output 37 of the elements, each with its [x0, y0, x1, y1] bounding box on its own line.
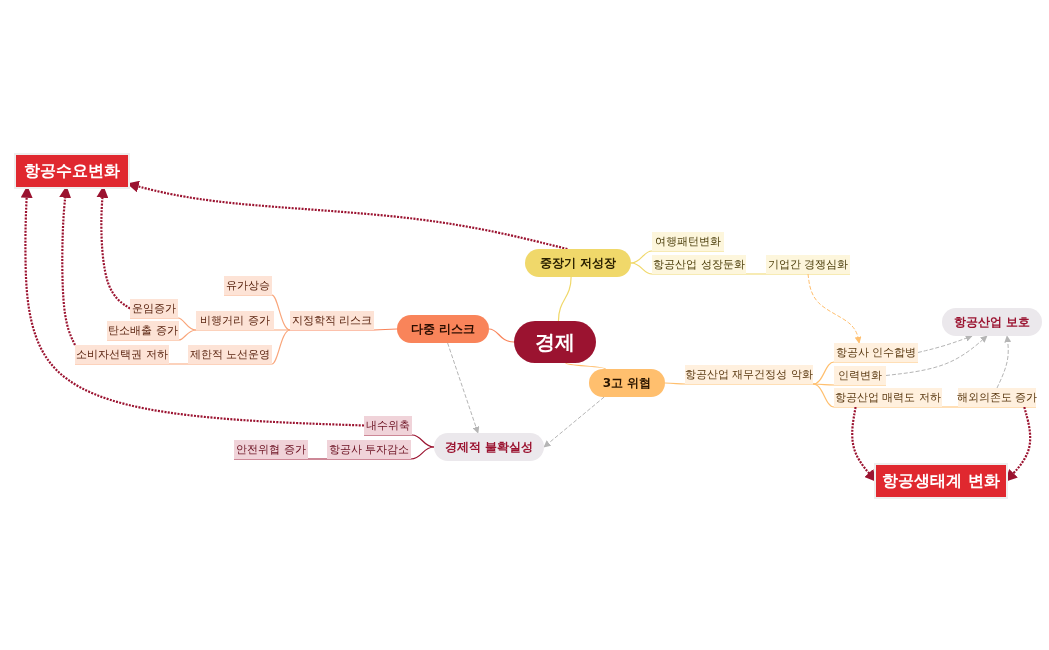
subtopic-label: 지정학적 리스크	[290, 311, 374, 330]
dashed-arrow	[996, 335, 1012, 389]
subtopic-label: 여행패턴변화	[652, 232, 724, 251]
subtopic-label: 인력변화	[834, 366, 886, 385]
subtopic-label: 항공사 인수합병	[834, 343, 918, 362]
branch-line	[488, 328, 515, 343]
branch-line	[565, 362, 606, 370]
subtopic-label: 기업간 경쟁심화	[766, 255, 850, 274]
floating-topic: 경제적 불확실성	[434, 433, 544, 461]
central-topic: 경제	[514, 321, 596, 363]
subtopic-label: 운임증가	[130, 299, 178, 318]
subtopic-label: 항공사 투자감소	[327, 440, 411, 459]
branch-line	[557, 276, 572, 322]
result-box: 항공수요변화	[16, 155, 128, 187]
dashed-arrow	[885, 335, 988, 376]
subtopic-label: 탄소배출 증가	[107, 321, 179, 340]
main-topic: 중장기 저성장	[525, 249, 631, 277]
floating-topic: 항공산업 보호	[942, 308, 1042, 336]
main-topic: 다중 리스크	[397, 315, 489, 343]
dashed-arrow	[1005, 406, 1032, 482]
dashed-arrow	[807, 273, 862, 344]
subtopic-label: 항공산업 재무건정성 악화	[685, 365, 813, 384]
subtopic-label: 항공산업 성장둔화	[652, 255, 746, 274]
subtopic-label: 유가상승	[224, 276, 272, 295]
dashed-arrow	[917, 334, 973, 353]
result-box: 항공생태계 변화	[876, 465, 1006, 497]
dashed-arrow	[543, 396, 605, 448]
subtopic-label: 제한적 노선운영	[188, 345, 272, 364]
subtopic-label: 항공산업 매력도 저하	[834, 388, 942, 407]
subtopic-label: 해외의존도 증가	[958, 388, 1036, 407]
subtopic-label: 안전위협 증가	[234, 440, 308, 459]
dashed-arrow	[447, 342, 480, 434]
dashed-arrow	[851, 406, 877, 482]
subtopic-label: 비행거리 증가	[196, 311, 274, 330]
main-topic: 3고 위협	[589, 369, 665, 397]
subtopic-label: 내수위축	[364, 416, 412, 435]
subtopic-label: 소비자선택권 저하	[75, 345, 169, 364]
